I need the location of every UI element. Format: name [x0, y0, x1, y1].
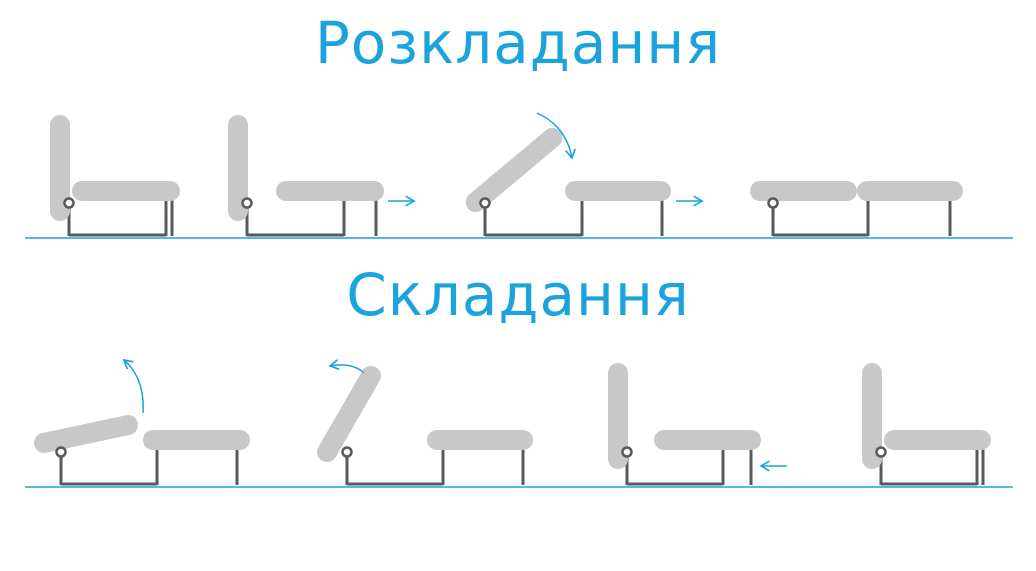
backrest — [228, 115, 248, 221]
sofa-step-unfold-4 — [750, 181, 963, 237]
pivot-joint — [63, 197, 75, 209]
backrest-flat — [750, 181, 857, 201]
curved-arrow-icon — [122, 358, 144, 414]
sofa-step-fold-1 — [33, 415, 250, 486]
pivot-joint — [621, 446, 633, 458]
sofa-step-unfold-3 — [465, 127, 671, 237]
pivot-joint — [479, 197, 491, 209]
backrest — [50, 115, 70, 221]
title-unfolding: Розкладання — [314, 9, 722, 77]
seat-cushion — [276, 181, 384, 201]
backrest — [317, 365, 381, 463]
curved-arrow-icon — [536, 112, 576, 160]
pivot-joint — [241, 197, 253, 209]
seat-cushion — [654, 430, 761, 450]
backrest — [608, 363, 628, 469]
sofa-step-fold-2 — [317, 365, 533, 486]
backrest — [33, 415, 139, 453]
sofa-step-fold-4 — [862, 363, 991, 486]
seat-cushion — [72, 181, 180, 201]
curved-arrow-icon — [328, 359, 365, 374]
pivot-joint — [875, 446, 887, 458]
pivot-joint — [55, 446, 67, 458]
title-folding: Складання — [346, 261, 690, 329]
pivot-joint — [341, 446, 353, 458]
seat-cushion — [143, 430, 250, 450]
seat-cushion — [565, 181, 671, 201]
seat-cushion — [857, 181, 963, 201]
sofa-step-fold-3 — [608, 363, 761, 486]
backrest — [465, 127, 563, 213]
sofa-step-unfold-1 — [50, 115, 180, 237]
backrest — [862, 363, 882, 469]
seat-cushion — [884, 430, 991, 450]
pivot-joint — [767, 197, 779, 209]
sofa-step-unfold-2 — [228, 115, 384, 237]
seat-cushion — [427, 430, 533, 450]
